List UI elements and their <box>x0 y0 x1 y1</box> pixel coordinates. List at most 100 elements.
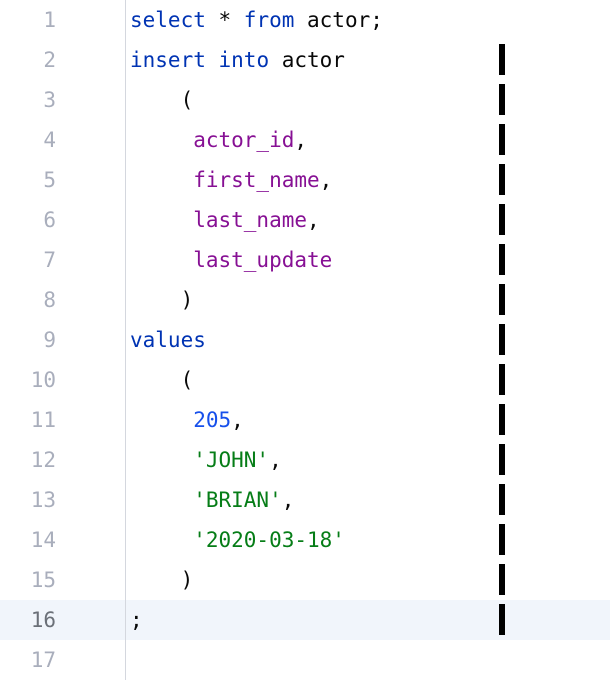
code-content[interactable]: ) <box>125 280 610 320</box>
code-content[interactable]: ; <box>125 600 610 640</box>
code-content[interactable] <box>125 640 610 680</box>
line-number[interactable]: 14 <box>30 528 56 552</box>
code-content[interactable]: ) <box>125 560 610 600</box>
code-token-plain: actor; <box>294 8 383 32</box>
code-content[interactable]: insert into actor <box>125 40 610 80</box>
text-caret <box>499 44 505 75</box>
code-token-keyword: from <box>243 8 295 32</box>
code-content[interactable]: actor_id, <box>125 120 610 160</box>
code-token-identifier: actor_id <box>193 128 295 152</box>
code-token-plain <box>130 488 193 512</box>
code-content[interactable]: ( <box>125 360 610 400</box>
text-caret <box>499 604 505 635</box>
line-number[interactable]: 16 <box>30 608 56 632</box>
text-caret <box>499 84 505 115</box>
code-token-plain <box>130 168 193 192</box>
code-token-plain: ) <box>130 568 194 592</box>
line-number[interactable]: 2 <box>43 48 56 72</box>
line-number[interactable]: 11 <box>30 408 56 432</box>
line-number[interactable]: 1 <box>43 8 56 32</box>
code-line[interactable]: 10 ( <box>0 360 610 400</box>
code-line[interactable]: 14 '2020-03-18' <box>0 520 610 560</box>
code-token-plain: ) <box>130 288 194 312</box>
gutter-separator <box>125 0 126 680</box>
code-content[interactable]: select * from actor; <box>125 0 610 40</box>
line-number[interactable]: 13 <box>30 488 56 512</box>
code-line[interactable]: 12 'JOHN', <box>0 440 610 480</box>
line-number[interactable]: 8 <box>43 288 56 312</box>
text-caret <box>499 364 505 395</box>
code-token-keyword: into <box>218 48 270 72</box>
line-number[interactable]: 3 <box>43 88 56 112</box>
line-number[interactable]: 12 <box>30 448 56 472</box>
code-line[interactable]: 1 select * from actor; <box>0 0 610 40</box>
code-line[interactable]: 5 first_name, <box>0 160 610 200</box>
code-token-plain <box>130 408 193 432</box>
code-line[interactable]: 4 actor_id, <box>0 120 610 160</box>
code-content[interactable]: values <box>125 320 610 360</box>
code-line[interactable]: 7 last_update <box>0 240 610 280</box>
code-token-plain: ; <box>130 608 143 632</box>
code-line[interactable]: 2 insert into actor <box>0 40 610 80</box>
code-token-plain: , <box>269 448 282 472</box>
text-caret <box>499 124 505 155</box>
code-token-keyword: values <box>130 328 206 352</box>
code-token-plain: ( <box>130 88 194 112</box>
code-line[interactable]: 6 last_name, <box>0 200 610 240</box>
code-line[interactable]: 9 values <box>0 320 610 360</box>
code-line[interactable]: 8 ) <box>0 280 610 320</box>
code-content[interactable]: 'JOHN', <box>125 440 610 480</box>
line-number[interactable]: 9 <box>43 328 56 352</box>
code-token-plain <box>130 528 193 552</box>
line-number[interactable]: 6 <box>43 208 56 232</box>
line-number[interactable]: 7 <box>43 248 56 272</box>
code-token-identifier: first_name <box>193 168 320 192</box>
code-content[interactable]: first_name, <box>125 160 610 200</box>
text-caret <box>499 284 505 315</box>
code-token-plain: , <box>319 168 333 192</box>
code-token-plain <box>206 48 219 72</box>
text-caret <box>499 244 505 275</box>
code-token-plain: , <box>231 408 244 432</box>
code-content[interactable]: 'BRIAN', <box>125 480 610 520</box>
code-token-string: '2020-03-18' <box>193 528 345 552</box>
code-content[interactable]: last_update <box>125 240 610 280</box>
line-number[interactable]: 5 <box>43 168 56 192</box>
code-token-plain <box>130 448 193 472</box>
code-line[interactable]: 3 ( <box>0 80 610 120</box>
code-token-identifier: last_name <box>193 208 308 232</box>
text-caret <box>499 444 505 475</box>
text-caret <box>499 484 505 515</box>
code-content[interactable]: ( <box>125 80 610 120</box>
line-number[interactable]: 15 <box>30 568 56 592</box>
line-number[interactable]: 4 <box>43 128 56 152</box>
code-token-string: 'BRIAN' <box>193 488 282 512</box>
code-token-plain: , <box>294 128 308 152</box>
text-caret <box>499 204 505 235</box>
line-number[interactable]: 17 <box>30 648 56 672</box>
code-token-plain: ( <box>130 368 194 392</box>
code-content[interactable]: 205, <box>125 400 610 440</box>
line-number[interactable]: 10 <box>30 368 56 392</box>
code-token-plain <box>130 128 193 152</box>
code-line[interactable]: 16; <box>0 600 610 640</box>
code-token-plain <box>130 208 193 232</box>
code-token-plain: , <box>281 488 295 512</box>
code-line[interactable]: 15 ) <box>0 560 610 600</box>
code-line[interactable]: 11 205, <box>0 400 610 440</box>
text-caret <box>499 564 505 595</box>
code-content[interactable]: last_name, <box>125 200 610 240</box>
code-line[interactable]: 17 <box>0 640 610 680</box>
text-caret <box>499 524 505 555</box>
code-line[interactable]: 13 'BRIAN', <box>0 480 610 520</box>
code-token-plain: , <box>307 208 320 232</box>
code-token-identifier: last_update <box>193 248 333 272</box>
text-caret <box>499 164 505 195</box>
code-token-number: 205 <box>193 408 232 432</box>
code-content[interactable]: '2020-03-18' <box>125 520 610 560</box>
code-token-keyword: insert <box>130 48 206 72</box>
text-caret <box>499 404 505 435</box>
code-token-keyword: select <box>130 8 206 32</box>
